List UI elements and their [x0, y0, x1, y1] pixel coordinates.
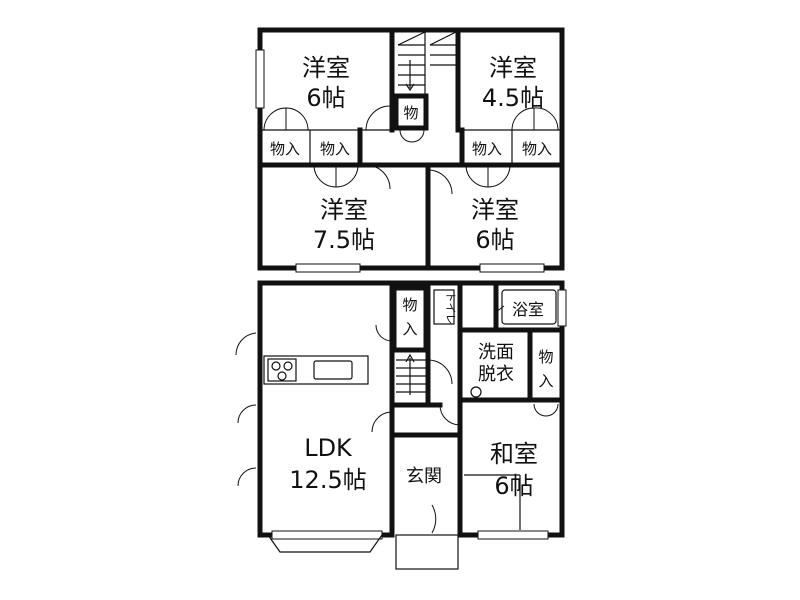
lower-windows — [271, 289, 567, 540]
upper-stairs — [397, 31, 457, 96]
closet-stair-label-1: 物 — [402, 296, 417, 314]
toilet-label: トイレ — [444, 292, 457, 325]
wash-basin — [470, 386, 482, 398]
room-ne-label-2: 4.5帖 — [482, 84, 544, 112]
washitsu-label-1: 和室 — [490, 440, 538, 468]
tatami-lines — [464, 474, 521, 530]
room-sw-label-2: 7.5帖 — [313, 226, 375, 254]
room-nw-label-1: 洋室 — [302, 54, 350, 82]
room-nw-label-2: 6帖 — [306, 84, 345, 112]
closet-wash-label-2: 入 — [538, 372, 553, 390]
room-ne-label-1: 洋室 — [489, 54, 537, 82]
upper-doors — [263, 105, 559, 195]
closet-wash-label-1: 物 — [538, 348, 553, 366]
upper-windows — [255, 49, 545, 273]
ldk-wall — [257, 280, 395, 538]
room-sw-label-1: 洋室 — [320, 196, 368, 224]
bath-label: 浴室 — [512, 300, 544, 319]
lower-floor: LDK 12.5帖 和室 6帖 玄関 浴室 洗面 脱衣 トイレ 物 入 物 入 — [235, 280, 567, 570]
porch — [395, 534, 459, 570]
toilet-fixture — [433, 289, 455, 325]
stove — [267, 358, 297, 382]
stair-storage-label: 物 — [403, 104, 418, 122]
room-se-label-1: 洋室 — [471, 196, 519, 224]
ldk-label-2: 12.5帖 — [289, 466, 366, 494]
room-se-label-2: 6帖 — [475, 226, 514, 254]
sink — [313, 360, 353, 380]
stair-storage-box — [393, 93, 429, 131]
closet-label-4: 物入 — [522, 140, 552, 158]
closet-label-3: 物入 — [472, 140, 502, 158]
washroom-label-2: 脱衣 — [478, 364, 514, 385]
closet-label-2: 物入 — [320, 140, 350, 158]
washitsu-label-2: 6帖 — [494, 472, 533, 500]
washroom-label-1: 洗面 — [478, 342, 514, 363]
closet-stair-label-2: 入 — [402, 320, 417, 338]
lower-stairs — [396, 353, 426, 395]
closet-label-1: 物入 — [270, 140, 300, 158]
ldk-label-1: LDK — [304, 434, 353, 462]
closet-stair-box — [391, 285, 429, 353]
lower-doors — [235, 305, 559, 534]
genkan-label: 玄関 — [406, 466, 442, 487]
bay-window — [267, 534, 383, 553]
upper-floor-outer-wall — [257, 27, 565, 271]
upper-floor: 洋室 6帖 洋室 4.5帖 洋室 7.5帖 洋室 6帖 物入 物入 物入 物入 … — [255, 27, 565, 273]
kitchen-counter — [263, 355, 369, 385]
